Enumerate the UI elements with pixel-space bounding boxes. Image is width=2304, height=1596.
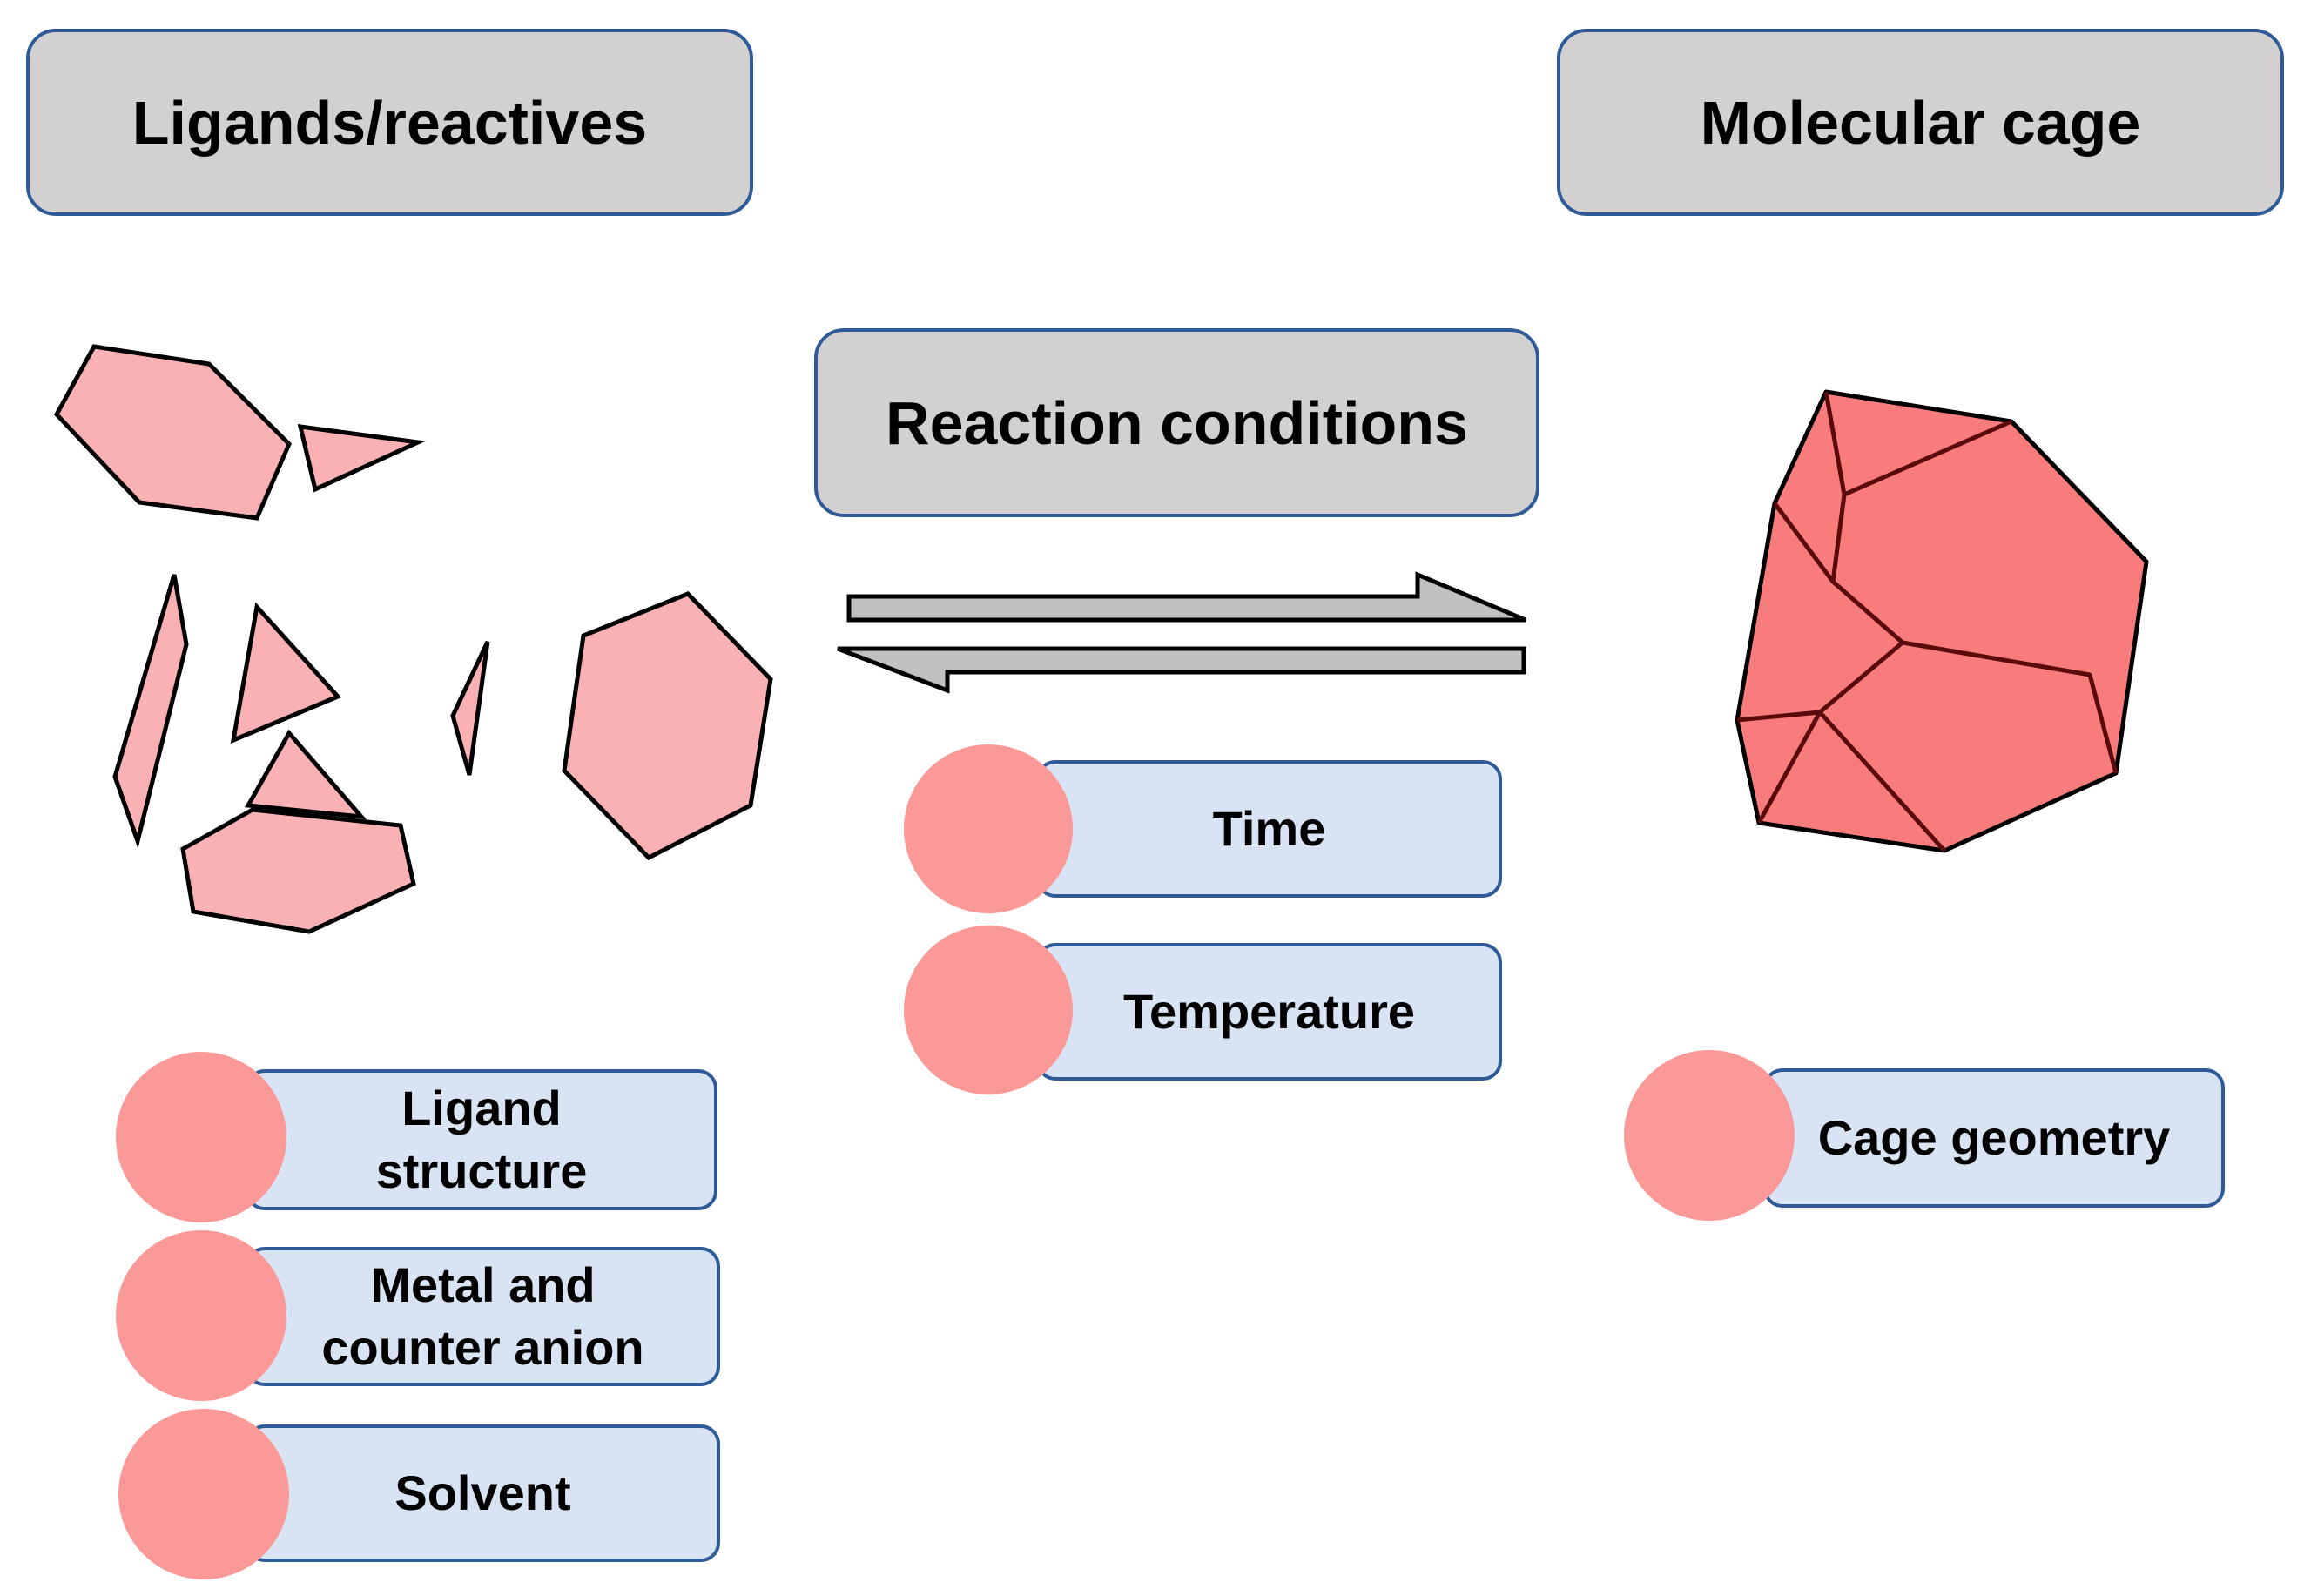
molecular-cage-shape: [1735, 389, 2149, 853]
cage-bullet-geometry: [1624, 1050, 1795, 1221]
header-molecular-cage: Molecular cage: [1557, 29, 2284, 216]
condition-label-temperature: Temperature: [1122, 984, 1416, 1040]
condition-item-time: Time: [1036, 760, 1502, 898]
ligand-triangle-mid: [230, 602, 342, 744]
condition-bullet-temperature: [904, 926, 1073, 1094]
cage-label-geometry: Cage geometry: [1817, 1110, 2171, 1166]
ligand-triangle-small: [297, 424, 426, 493]
condition-label-time: Time: [1212, 801, 1326, 857]
header-cage-label: Molecular cage: [1700, 88, 2141, 157]
reverse-arrow: [837, 646, 1526, 694]
condition-bullet-time: [904, 744, 1073, 913]
ligand-item-metal: Metal and counter anion: [246, 1247, 720, 1386]
condition-item-temperature: Temperature: [1036, 943, 1502, 1081]
ligand-fragments: [53, 344, 773, 934]
header-ligands-label: Ligands/reactives: [131, 88, 648, 157]
ligand-sliver-right: [450, 640, 490, 776]
ligand-bullet-solvent: [118, 1409, 289, 1579]
cage-outline: [1735, 389, 2149, 853]
ligand-sliver-left: [112, 574, 189, 849]
cage-item-geometry: Cage geometry: [1763, 1068, 2225, 1208]
ligand-item-solvent: Solvent: [246, 1424, 720, 1562]
ligand-hexagon-large: [53, 344, 292, 521]
cage-edges: [1736, 391, 2119, 852]
header-reaction-conditions: Reaction conditions: [814, 328, 1539, 517]
ligand-label-solvent: Solvent: [394, 1465, 571, 1521]
header-ligands-reactives: Ligands/reactives: [26, 29, 753, 216]
equilibrium-arrows: [837, 571, 1526, 694]
ligand-label-structure: Ligand structure: [375, 1081, 588, 1198]
forward-arrow: [846, 571, 1526, 623]
header-conditions-label: Reaction conditions: [886, 388, 1468, 457]
ligand-hexagon-right: [562, 591, 773, 861]
ligand-label-metal: Metal and counter anion: [321, 1257, 644, 1375]
ligand-hexagon-bottom: [180, 807, 416, 934]
ligand-bullet-structure: [116, 1052, 286, 1222]
ligand-triangle-lower: [244, 729, 367, 820]
ligand-item-structure: Ligand structure: [246, 1069, 717, 1210]
ligand-bullet-metal: [116, 1230, 286, 1401]
